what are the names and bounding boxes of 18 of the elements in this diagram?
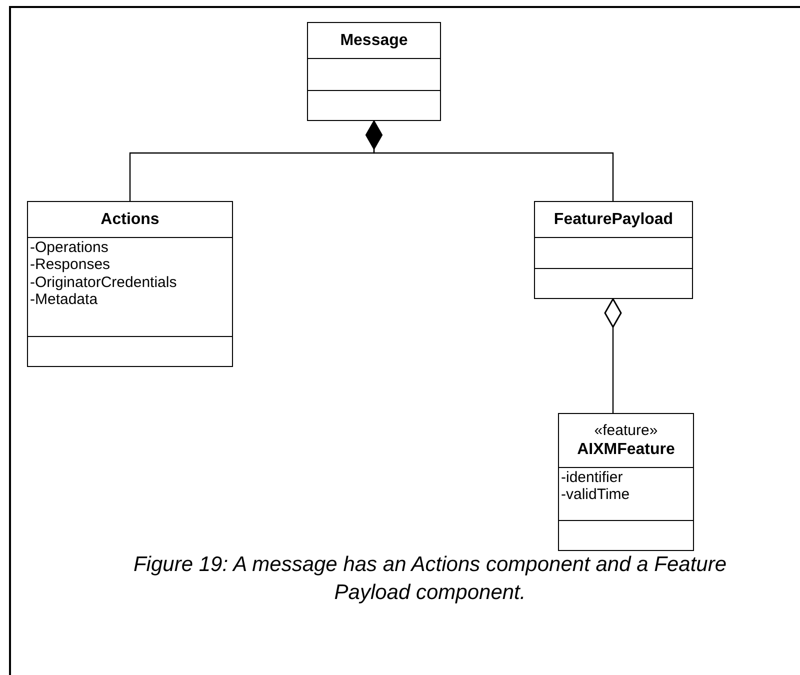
class-box <box>27 201 233 367</box>
composition-connector <box>366 120 614 201</box>
attribute-text: -Operations <box>30 238 108 256</box>
stereotype-label: «feature» <box>594 422 658 440</box>
attribute-text: -Responses <box>30 256 110 274</box>
class-box <box>558 413 694 551</box>
aggregation-connector <box>604 298 622 413</box>
class-name: AIXMFeature <box>577 440 675 459</box>
class-name: Actions <box>100 210 160 229</box>
attribute-text: -validTime <box>561 486 630 504</box>
class-name: FeaturePayload <box>554 210 674 229</box>
attribute-text: -identifier <box>561 468 623 486</box>
class-box <box>307 22 441 121</box>
figure-caption: Figure 19: A message has an Actions component and a Feature Payload component. <box>133 553 726 604</box>
attribute-text: -Metadata <box>30 291 98 308</box>
class-name: Message <box>340 30 408 50</box>
attribute-text: -OriginatorCredentials <box>30 274 177 291</box>
class-box <box>534 201 693 299</box>
